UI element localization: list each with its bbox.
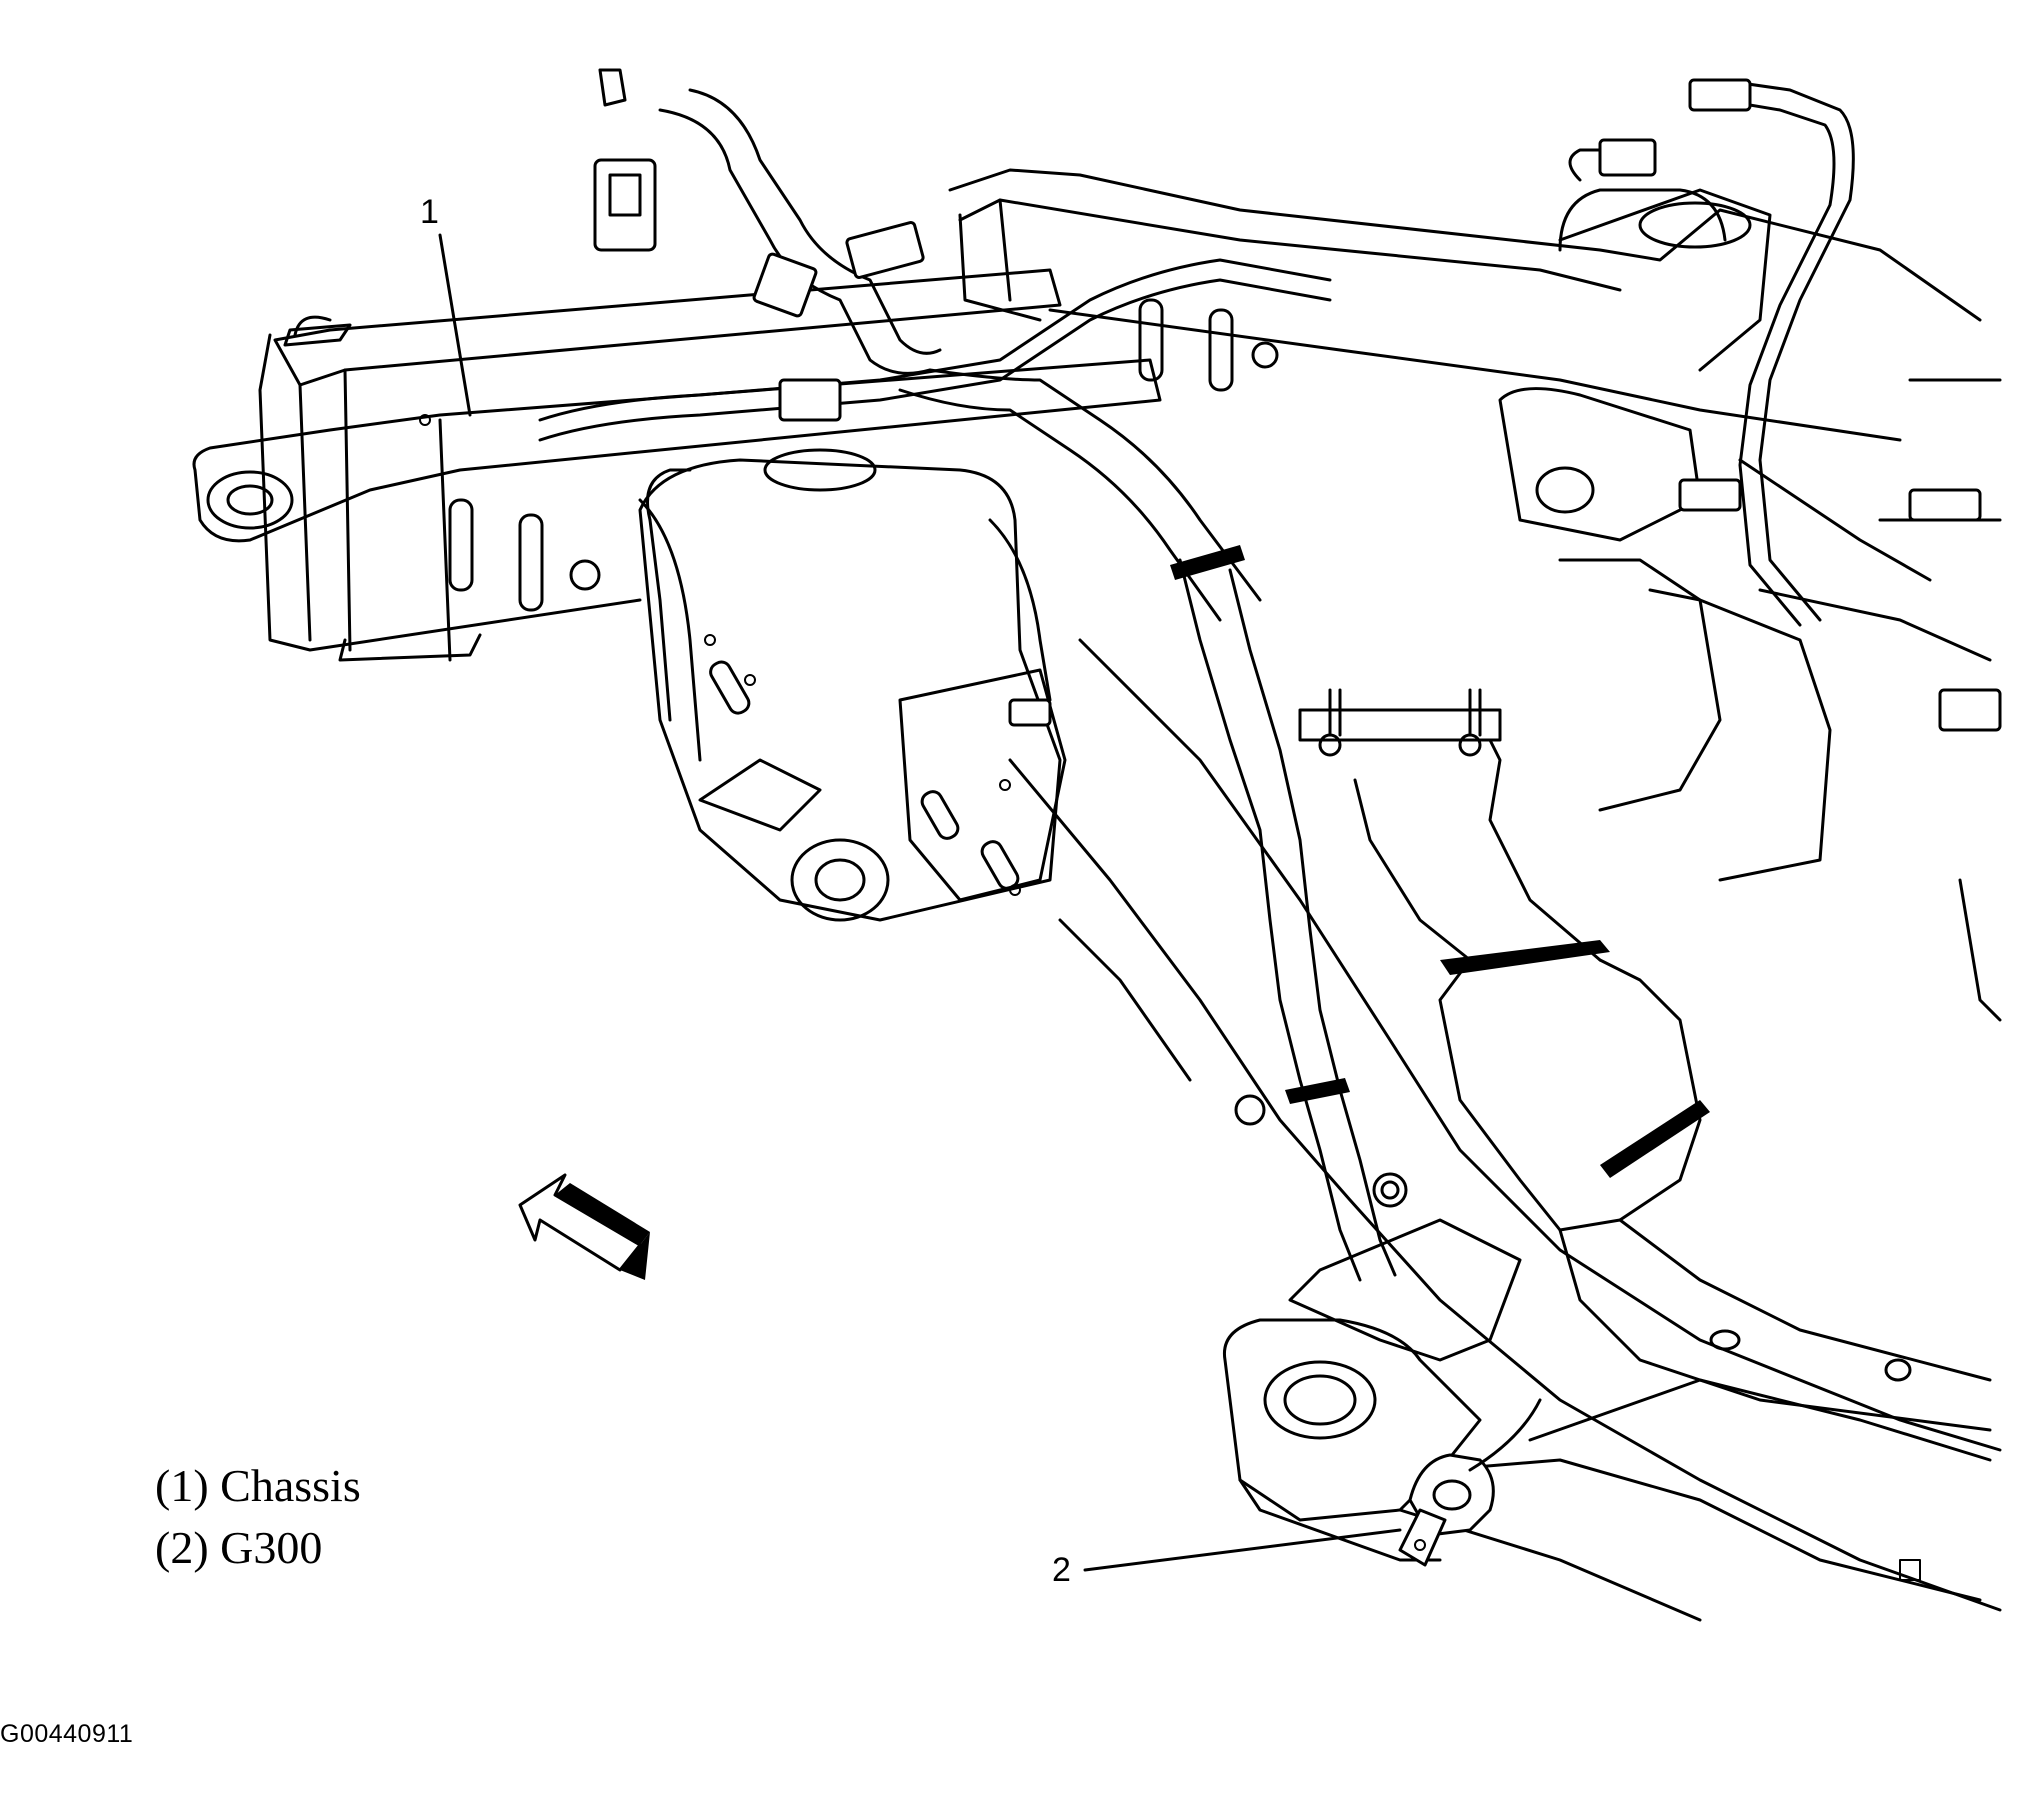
exhaust-catalytic-converter (1298, 688, 1992, 1432)
right-shock-tower (1498, 188, 1992, 882)
g300-ground-terminal (1398, 1398, 1542, 1567)
left-frame-rail (192, 268, 1162, 662)
callout-leader-2 (1083, 1528, 1402, 1572)
callout-leader-1 (438, 233, 472, 417)
left-shock-tower (638, 448, 1067, 922)
main-frame-rail (1008, 638, 2002, 1612)
legend-item-chassis: (1) Chassis (155, 1460, 361, 1511)
electrical-connectors (593, 68, 2002, 732)
legend-item-g300: (2) G300 (155, 1522, 323, 1573)
upper-crossmember (948, 168, 1982, 442)
callout-number-1: 1 (420, 193, 439, 231)
wiring-harness (538, 78, 2002, 1282)
legend: (1) Chassis (2) G300 (155, 1455, 361, 1579)
callout-number-2: 2 (1052, 1551, 1071, 1589)
direction-arrow (518, 1173, 650, 1280)
figure-id: G00440911 (0, 1720, 134, 1748)
